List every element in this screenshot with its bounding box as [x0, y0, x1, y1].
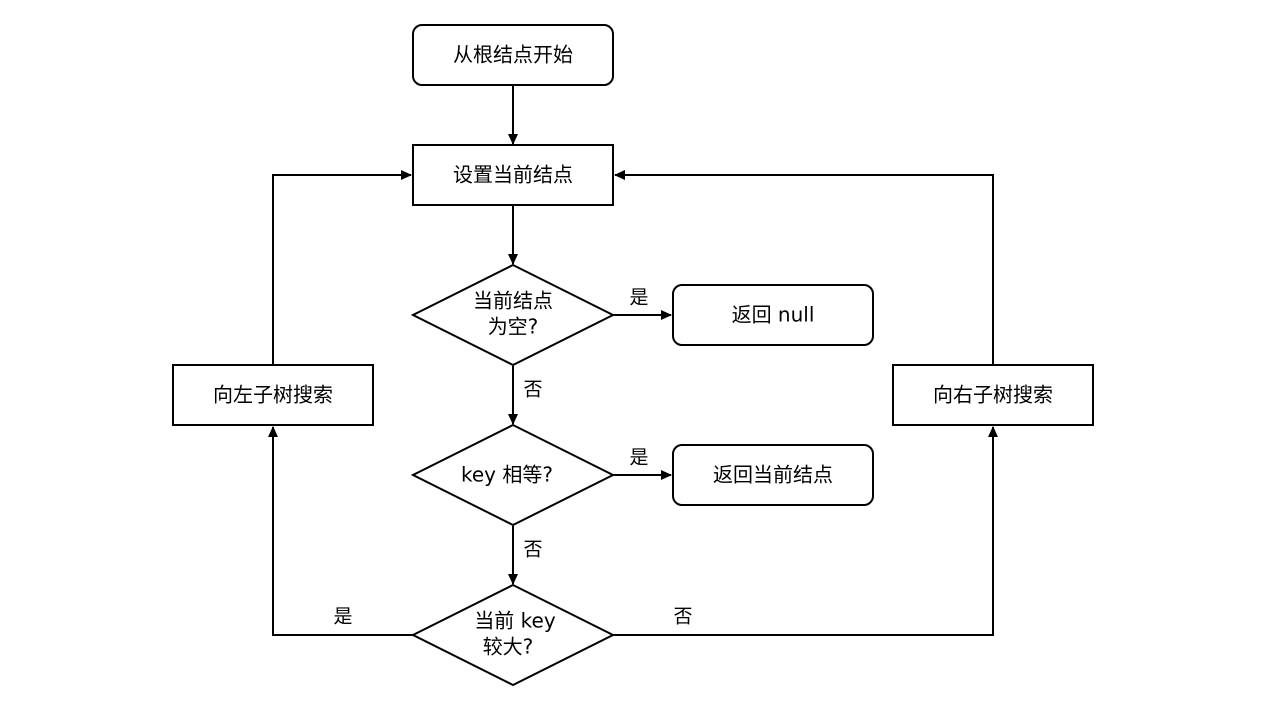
set-current-node: 设置当前结点 — [412, 144, 614, 206]
return-null-node: 返回 null — [672, 284, 874, 346]
search-right-node: 向右子树搜索 — [892, 364, 1094, 426]
key-larger-decision: 当前 key 较大? — [410, 583, 616, 687]
key-larger-label-line2: 较大? — [483, 635, 534, 659]
edge-labels: 是 否 是 否 是 否 — [333, 287, 692, 628]
search-left-label: 向左子树搜索 — [213, 383, 333, 407]
null-check-label-line2: 为空? — [488, 315, 539, 339]
label-equal-no: 否 — [523, 539, 542, 561]
key-equal-label: key 相等? — [461, 463, 553, 487]
label-larger-yes: 是 — [333, 606, 352, 628]
edge-left-loop — [272, 170, 412, 365]
edge-larger-yes — [268, 426, 413, 636]
edge-larger-no — [613, 426, 998, 636]
return-current-label: 返回当前结点 — [713, 463, 833, 487]
edge-right-loop — [614, 170, 994, 365]
label-null-yes: 是 — [629, 287, 648, 309]
label-larger-no: 否 — [673, 606, 692, 628]
key-equal-decision: key 相等? — [410, 423, 616, 527]
return-current-node: 返回当前结点 — [672, 444, 874, 506]
return-null-label: 返回 null — [732, 303, 815, 327]
edges — [268, 86, 998, 636]
search-left-node: 向左子树搜索 — [172, 364, 374, 426]
null-check-label-line1: 当前结点 — [473, 289, 553, 313]
label-null-no: 否 — [523, 379, 542, 401]
label-equal-yes: 是 — [629, 447, 648, 469]
search-right-label: 向右子树搜索 — [933, 383, 1053, 407]
null-check-decision: 当前结点 为空? — [410, 263, 616, 367]
key-larger-label-line1: 当前 key — [474, 609, 556, 633]
start-node-label: 从根结点开始 — [453, 43, 573, 67]
start-node: 从根结点开始 — [412, 24, 614, 86]
set-current-label: 设置当前结点 — [453, 163, 573, 187]
